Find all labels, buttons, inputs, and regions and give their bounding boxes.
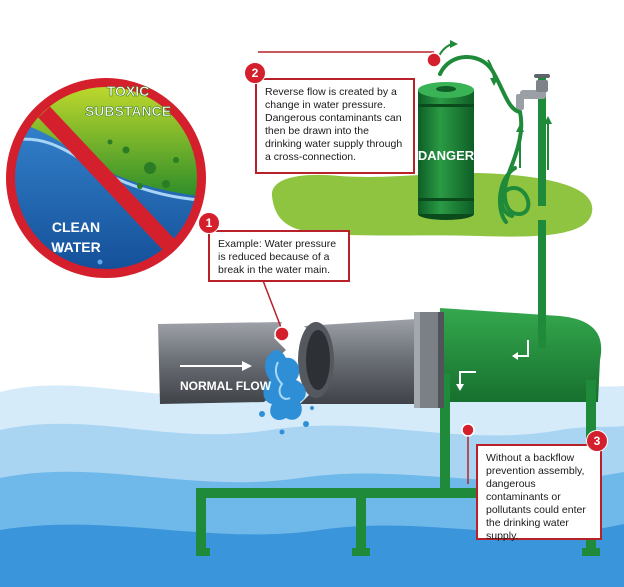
water-main-pipe bbox=[158, 312, 444, 408]
callout-step-1: Example: Water pressure is reduced becau… bbox=[208, 230, 350, 282]
normal-flow-label: NORMAL FLOW bbox=[180, 379, 272, 393]
normal-flow-indicator: NORMAL FLOW bbox=[180, 361, 272, 393]
sign-top-line1: TOXIC bbox=[107, 83, 150, 99]
callout-step-1-text: Example: Water pressure is reduced becau… bbox=[218, 238, 337, 276]
tank-connection-marker bbox=[426, 52, 442, 68]
break-point-marker bbox=[274, 326, 290, 342]
callout-step-3: Without a backflow prevention assembly, … bbox=[476, 444, 602, 542]
reverse-flow-arrows bbox=[435, 40, 552, 170]
callout-step-3-text: Without a backflow prevention assembly, … bbox=[486, 452, 586, 542]
sign-bottom-line1: CLEAN bbox=[52, 219, 100, 235]
tank-label: DANGER bbox=[418, 148, 475, 163]
callout-step-2: Reverse flow is created by a change in w… bbox=[255, 78, 415, 174]
danger-tank: DANGER bbox=[418, 82, 475, 220]
callout-step-2-text: Reverse flow is created by a change in w… bbox=[265, 86, 403, 163]
supply-marker bbox=[461, 423, 475, 437]
faucet-icon bbox=[516, 74, 550, 206]
sign-top-line2: SUBSTANCE bbox=[85, 103, 171, 119]
callout-step-2-badge: 2 bbox=[244, 62, 266, 84]
callout-step-1-badge: 1 bbox=[198, 212, 220, 234]
callout-step-3-badge: 3 bbox=[586, 430, 608, 452]
prohibition-sign: TOXIC SUBSTANCE CLEAN WATER bbox=[2, 74, 210, 282]
sign-bottom-line2: WATER bbox=[51, 239, 101, 255]
water-leak-splash bbox=[259, 350, 314, 435]
